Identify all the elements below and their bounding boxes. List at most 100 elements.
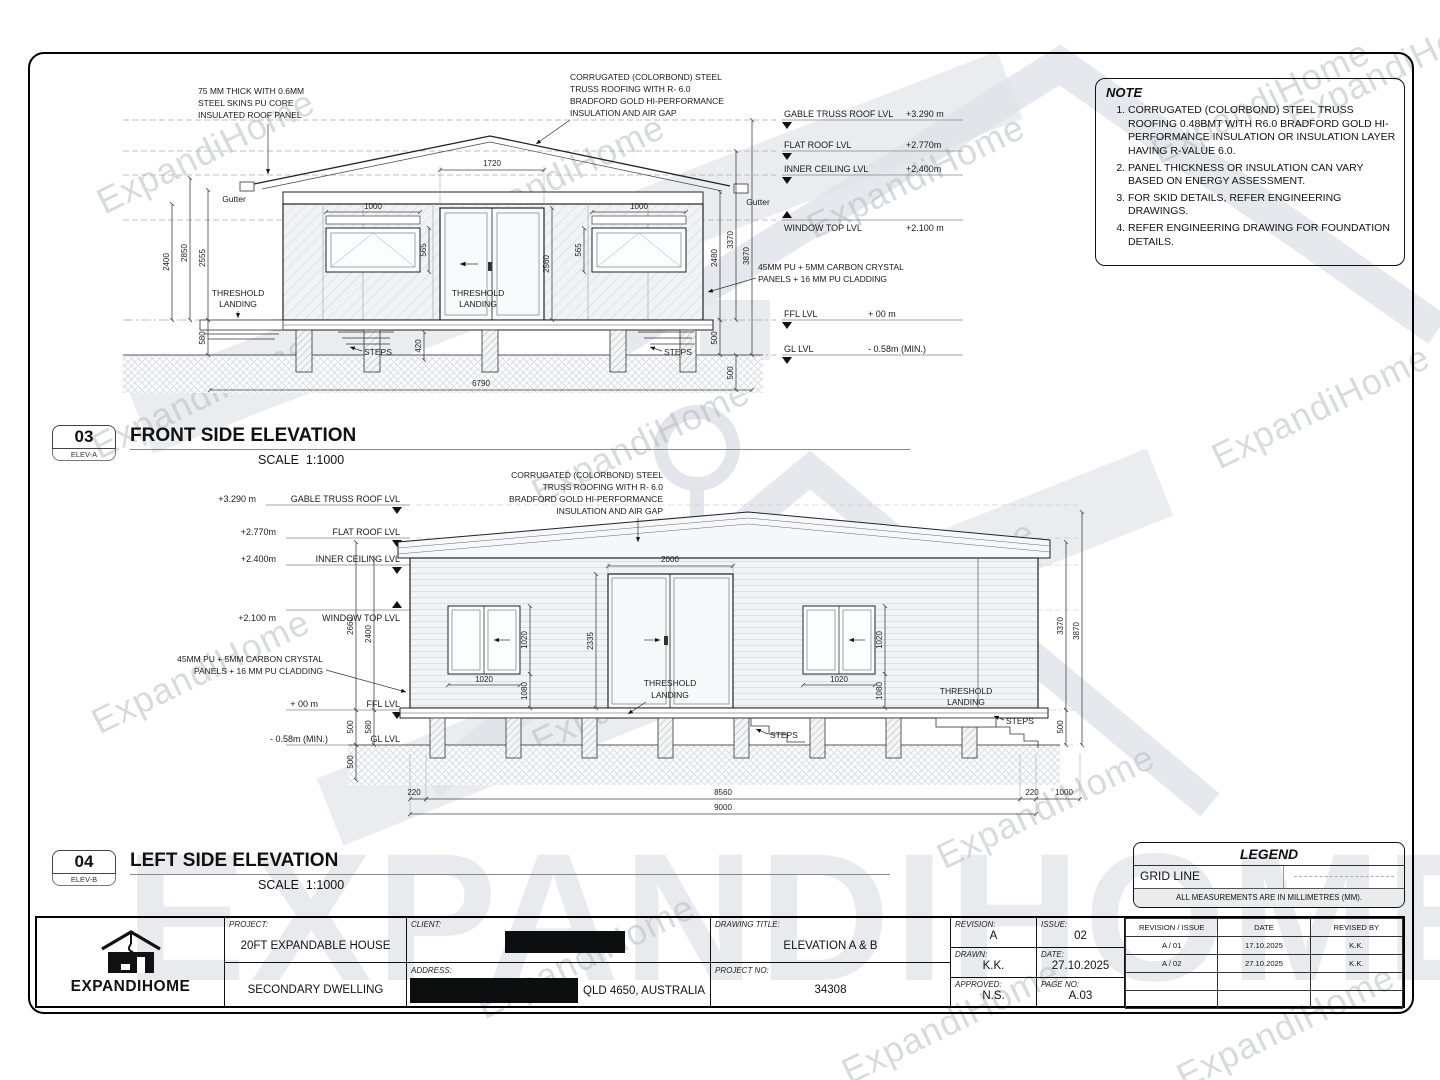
pier (481, 329, 499, 373)
client-label: CLIENT: (411, 920, 442, 929)
level-label: GL LVL (370, 734, 400, 744)
page-no-label: PAGE NO: (1041, 980, 1080, 989)
approved-label: APPROVED: (955, 980, 1002, 989)
elevation-b-tag: ELEV-B (52, 874, 116, 886)
legend-title: LEGEND (1134, 843, 1404, 866)
history-cell: K.K. (1309, 954, 1404, 973)
dim-window-width: 1000 (364, 202, 382, 211)
level-value: - 0.58m (MIN.) (270, 734, 328, 744)
threshold-label: THRESHOLD (940, 686, 992, 696)
note-title: NOTE (1106, 85, 1143, 100)
dim-right: 2480 (710, 249, 719, 267)
issue-label: ISSUE: (1041, 920, 1068, 929)
elevation-a-tag: ELEV-A (52, 449, 116, 461)
address-label: ADDRESS: (411, 966, 452, 975)
project-subtitle: SECONDARY DWELLING (247, 984, 384, 996)
client-redaction-bar (505, 931, 625, 953)
dim-left: 2400 (162, 253, 171, 271)
level-value: +3.290 m (218, 494, 256, 504)
note-box: NOTE CORRUGATED (COLORBOND) STEEL TRUSS … (1095, 78, 1405, 266)
drawing-title-label: DRAWING TITLE: (715, 920, 780, 929)
drawing-title-cell: DRAWING TITLE: ELEVATION A & B PROJECT N… (711, 918, 951, 1006)
history-header: REVISION / ISSUE (1124, 918, 1219, 937)
dim-right: 3870 (1072, 622, 1081, 640)
truss-note: CORRUGATED (COLORBOND) STEEL (570, 72, 722, 82)
company-logo-icon (100, 930, 161, 973)
history-cell: 27.10.2025 (1217, 954, 1311, 973)
logo-cell: EXPANDIHOME (37, 918, 225, 1006)
truss-note: BRADFORD GOLD HI-PERFORMANCE (509, 494, 663, 504)
dim-window-height: 1020 (875, 631, 884, 649)
elevation-b-scale: SCALE 1:1000 (258, 878, 345, 892)
level-value: +2.400m (906, 164, 941, 174)
ground (123, 354, 763, 393)
window-left (325, 227, 421, 273)
drawn-value: K.K. (982, 960, 1005, 972)
dim-right: 3370 (1056, 617, 1065, 635)
history-cell: 17.10.2025 (1217, 936, 1311, 955)
dim-left: 2400 (364, 625, 373, 643)
elevation-a-caption: 03 ELEV-A FRONT SIDE ELEVATION SCALE 1:1… (52, 425, 910, 467)
level-value: - 0.58m (MIN.) (868, 344, 926, 354)
pier (505, 717, 522, 759)
dim-left: 2555 (198, 249, 207, 267)
threshold-label: LANDING (459, 299, 497, 309)
threshold-label: THRESHOLD (644, 678, 696, 688)
history-header: DATE (1217, 918, 1311, 937)
dim-bottom-seg: 1000 (1055, 788, 1073, 797)
note-item: FOR SKID DETAILS, REFER ENGINEERING DRAW… (1128, 192, 1396, 219)
dim-window-width: 1020 (830, 675, 848, 684)
house-front (199, 135, 749, 373)
pier (733, 717, 750, 759)
level-label: INNER CEILING LVL (316, 554, 400, 564)
level-label: GABLE TRUSS ROOF LVL (784, 109, 893, 119)
gutter-label: Gutter (746, 197, 770, 207)
front-elevation-drawing: GABLE TRUSS ROOF LVL +3.290 m FLAT ROOF … (123, 72, 963, 393)
ground (348, 744, 1060, 785)
dim-step: 420 (414, 339, 423, 353)
threshold-label: LANDING (651, 690, 689, 700)
annotations: 75 MM THICK WITH 0.6MM STEEL SKINS PU CO… (198, 72, 904, 357)
level-label: FFL LVL (784, 309, 818, 319)
dim-right: 3870 (742, 247, 751, 265)
dim-sill: 1080 (875, 682, 884, 700)
level-label: FFL LVL (366, 699, 400, 709)
dim-left-lower: 580 (198, 331, 207, 345)
steps-label: STEPS (1006, 716, 1034, 726)
steps-label: STEPS (664, 347, 692, 357)
cladding-note: 45MM PU + 5MM CARBON CRYSTAL (177, 654, 323, 664)
dim-window-height: 1020 (520, 631, 529, 649)
truss-note: BRADFORD GOLD HI-PERFORMANCE (570, 96, 724, 106)
threshold-platform-right (935, 717, 997, 728)
dim-left-lower: 500 (346, 755, 355, 769)
level-label: FLAT ROOF LVL (784, 140, 852, 150)
pier (609, 329, 627, 373)
elevation-a-scale: SCALE 1:1000 (258, 453, 345, 467)
dim-left: 2850 (180, 244, 189, 262)
truss-note: TRUSS ROOFING WITH R- 6.0 (570, 84, 691, 94)
dim-bottom: 6790 (472, 379, 490, 388)
roof-band (397, 511, 1051, 559)
revision-grid-cell: REVISION: A ISSUE: 02 DRAWN: K.K. DATE: … (951, 918, 1125, 1006)
history-cell-empty (1124, 972, 1219, 991)
level-value: + 00 m (868, 309, 896, 319)
dim-window-width: 1020 (475, 675, 493, 684)
window-right (591, 227, 687, 273)
level-label: WINDOW TOP LVL (322, 613, 400, 623)
dim-window-width: 1000 (630, 202, 648, 211)
level-label: GABLE TRUSS ROOF LVL (291, 494, 400, 504)
pier (295, 329, 313, 373)
gutter-label: Gutter (222, 194, 246, 204)
roof-panel-note: STEEL SKINS PU CORE (198, 98, 294, 108)
dim-door-width: 2000 (661, 555, 679, 564)
level-value: +2.770m (241, 527, 276, 537)
history-header: REVISED BY (1309, 918, 1404, 937)
pier (657, 717, 674, 759)
watermark-key-icon (690, 486, 704, 520)
project-no-label: PROJECT NO: (715, 966, 769, 975)
drawing-title-value: ELEVATION A & B (783, 940, 878, 952)
watermark-roof-icon (610, 44, 1440, 355)
watermark-circle-icon (654, 405, 740, 491)
truss-note: INSULATION AND AIR GAP (556, 506, 663, 516)
